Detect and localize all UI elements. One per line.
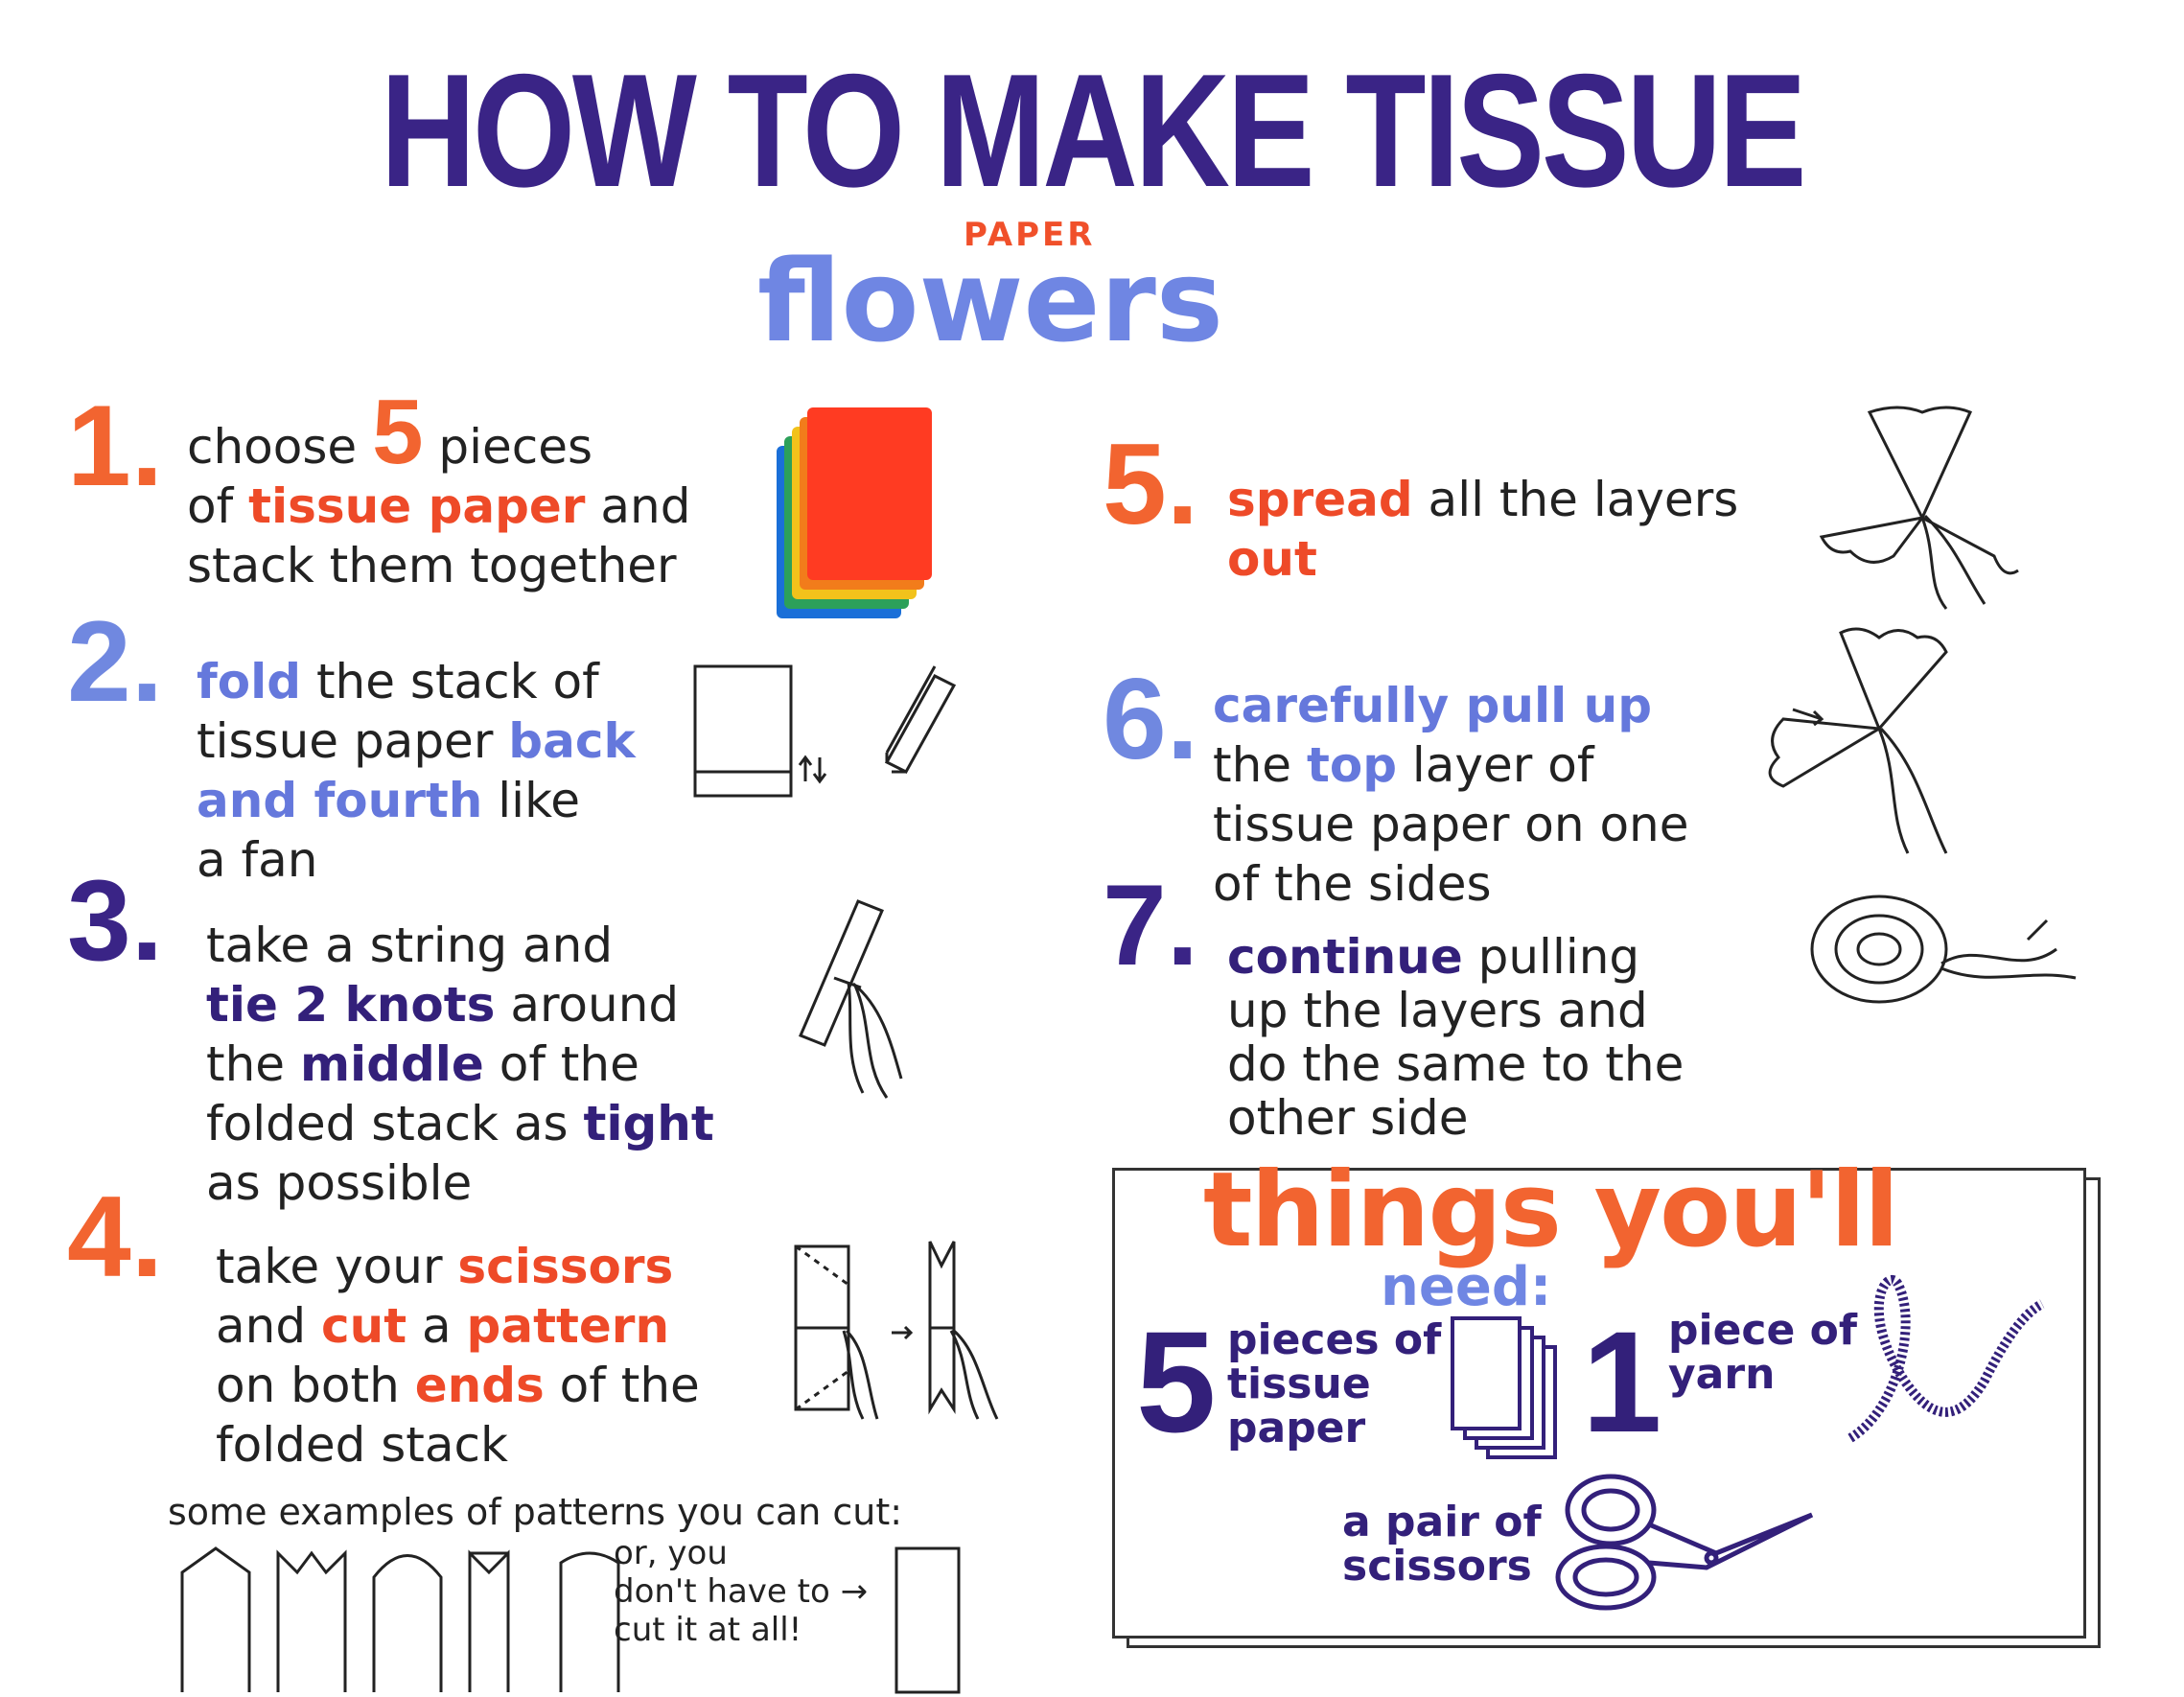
step-2-text: fold the stack of tissue paper back and … <box>197 654 636 888</box>
step-3-number: 3. <box>67 856 164 985</box>
scissors-label: a pair of scissors <box>1342 1498 1542 1591</box>
spread-layers-illustration <box>1819 406 2019 610</box>
cut-pattern-illustration <box>794 1241 999 1420</box>
fold-illustration <box>693 664 957 798</box>
needs-heading: things you'll <box>1203 1151 1899 1270</box>
examples-alternative: or, you don't have to → cut it at all! <box>614 1534 869 1649</box>
step-2-number: 2. <box>67 597 164 726</box>
step-7-number: 7. <box>1103 861 1199 989</box>
step-4-text: take your scissors and cut a pattern on … <box>216 1239 700 1473</box>
yarn-icon <box>1847 1274 2045 1443</box>
tied-stack-illustration <box>799 899 903 1099</box>
finished-flower-illustration <box>1810 895 2077 1004</box>
yarn-label: piece of yarn <box>1668 1306 1858 1399</box>
step-5-number: 5. <box>1103 420 1199 548</box>
step-1-number: 1. <box>67 382 164 510</box>
step-7-text: continue pulling up the layers and do th… <box>1227 929 1684 1146</box>
step-6-number: 6. <box>1103 655 1199 783</box>
step-1-text: choose 5 pieces of tissue paper and stac… <box>187 381 691 594</box>
examples-title: some examples of patterns you can cut: <box>168 1491 903 1533</box>
pattern-examples <box>180 1546 961 1694</box>
tissue-count: 5 <box>1136 1301 1217 1462</box>
tissue-label: pieces of tissue paper <box>1227 1315 1442 1453</box>
step-3-text: take a string and tie 2 knots around the… <box>206 918 714 1211</box>
page-title: HOW TO MAKE TISSUE <box>380 40 1807 221</box>
tissue-stack-illustration <box>777 407 932 618</box>
yarn-count: 1 <box>1582 1301 1662 1462</box>
needs-subheading: need: <box>1381 1256 1552 1318</box>
tissue-pieces-icon <box>1451 1316 1557 1459</box>
step-6-text: carefully pull up the top layer of tissu… <box>1213 678 1689 912</box>
pull-layer-illustration <box>1768 627 1948 854</box>
subtitle-flowers: flowers <box>757 235 1224 367</box>
subtitle-small: PAPER <box>964 216 1096 254</box>
step-5-text: spread all the layers out <box>1227 472 1739 587</box>
scissors-icon <box>1555 1474 1814 1611</box>
step-4-number: 4. <box>67 1173 164 1301</box>
